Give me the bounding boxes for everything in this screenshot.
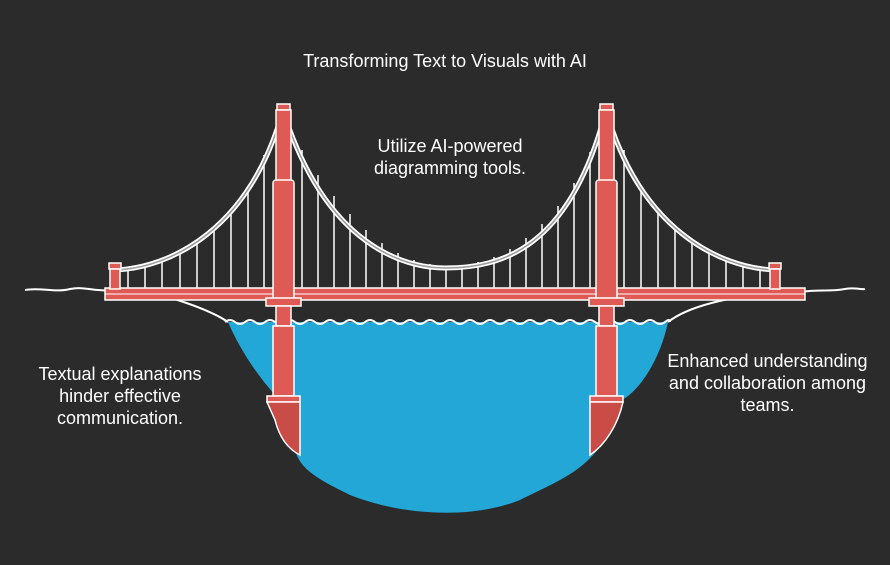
diagram-title: Transforming Text to Visuals with AI <box>303 51 587 71</box>
left-tower <box>265 103 302 457</box>
right-label: Enhanced understanding and collaboration… <box>667 351 868 415</box>
river-water <box>228 322 668 513</box>
right-tower <box>588 103 625 457</box>
shore-line <box>24 287 866 323</box>
top-label: Utilize AI-powered diagramming tools. <box>373 136 527 178</box>
left-label: Textual explanations hinder effective co… <box>38 364 202 428</box>
main-cables <box>114 109 776 273</box>
end-posts <box>108 262 782 290</box>
